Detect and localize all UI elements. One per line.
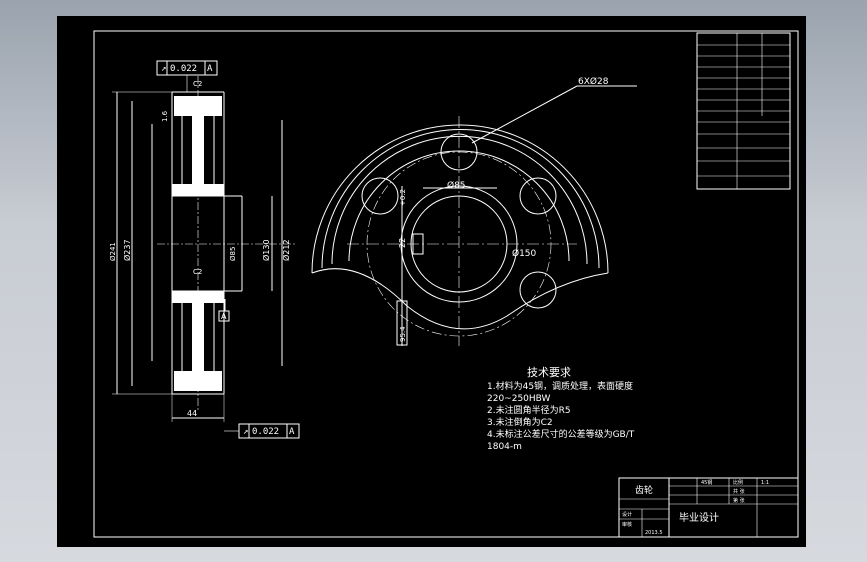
checker-label: 审核	[622, 521, 632, 528]
drawing-sheet[interactable]: ↗ 0.022 A ↗ 0.022 A C2 C2 A 44 Ø241 Ø237…	[57, 16, 806, 547]
title-block: 齿轮 毕业设计 比例 1:1 共 张 第 张 45钢 设计 审核 2013.5	[618, 477, 799, 538]
dia-212: Ø212	[281, 239, 291, 261]
bore-dim: Ø85	[447, 180, 466, 191]
dia-237: Ø237	[122, 239, 132, 261]
dia-130: Ø130	[261, 239, 271, 261]
tech-req-line4: 3.未注倒角为C2	[487, 416, 553, 428]
technical-requirements: 技术要求 1.材料为45钢，调质处理，表面硬度 220~250HBW 2.未注圆…	[487, 366, 635, 452]
runout-datum-top: A	[207, 64, 213, 74]
material-value: 45钢	[701, 479, 712, 486]
section-dim-texts: ↗ 0.022 A ↗ 0.022 A C2 C2 A 44 Ø241 Ø237…	[109, 64, 295, 437]
runout-value-bottom: 0.022	[252, 427, 279, 437]
part-name: 齿轮	[635, 484, 653, 496]
keyway-depth-dim: 95.4	[399, 326, 407, 342]
dia-85: Ø85	[229, 247, 237, 261]
keyway-width-dim: 22	[398, 238, 407, 248]
chamfer-c2-top: C2	[193, 80, 202, 88]
section-view	[112, 60, 300, 439]
plan-dim-texts: 6XØ28 Ø150 Ø85 22 95.4 +0.2	[398, 76, 609, 342]
tech-req-line3: 2.未注圆角半径为R5	[487, 404, 571, 416]
scale-value: 1:1	[761, 480, 769, 486]
runout-value-top: 0.022	[170, 64, 197, 74]
width-dim: 44	[187, 409, 197, 418]
tech-req-line1: 1.材料为45钢，调质处理，表面硬度	[487, 380, 633, 392]
holes-dim: 6XØ28	[578, 76, 609, 87]
tech-req-title: 技术要求	[527, 366, 571, 379]
dia-241: Ø241	[109, 242, 117, 261]
tech-req-line2: 220~250HBW	[487, 394, 551, 404]
gear-drawing: ↗ 0.022 A ↗ 0.022 A C2 C2 A 44 Ø241 Ø237…	[93, 30, 799, 538]
plan-view	[311, 85, 637, 346]
designer-label: 设计	[622, 511, 632, 518]
chamfer-dim: 1.6	[161, 110, 169, 122]
design-title: 毕业设计	[679, 511, 719, 524]
bolt-circle-dim: Ø150	[512, 248, 537, 259]
tech-req-line6: 1804-m	[487, 442, 522, 452]
drawing-border	[93, 30, 799, 538]
gear-parameter-table	[696, 32, 791, 190]
date-value: 2013.5	[645, 530, 663, 536]
tech-req-line5: 4.未标注公差尺寸的公差等级为GB/T	[487, 428, 635, 440]
sheet-number: 第 张	[733, 497, 745, 504]
runout-symbol-bottom: ↗	[243, 427, 248, 437]
scale-label: 比例	[733, 479, 743, 486]
sheet-count: 共 张	[733, 488, 745, 495]
chamfer-c2-bottom: C2	[193, 268, 202, 276]
datum-a-label: A	[221, 312, 227, 321]
runout-symbol-top: ↗	[161, 64, 166, 74]
runout-datum-bottom: A	[289, 427, 295, 437]
tolerance-dim: +0.2	[399, 189, 407, 206]
